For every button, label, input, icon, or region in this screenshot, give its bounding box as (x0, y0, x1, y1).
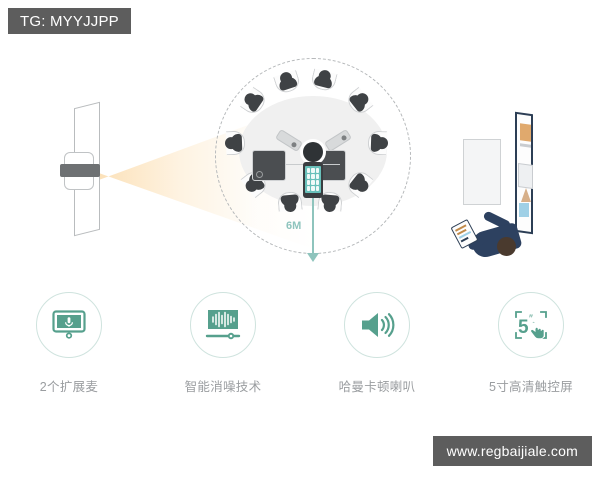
feature-list: 2个扩展麦 智能消噪技术 (0, 292, 600, 404)
microphone-icon (52, 310, 86, 339)
feature-label: 2个扩展麦 (39, 380, 99, 394)
coverage-measure-arrow-icon (307, 253, 319, 262)
svg-text:″: ″ (529, 313, 533, 325)
feature-label: 哈曼卡顿喇叭 (338, 380, 416, 394)
feature-label: 5寸高清触控屏 (488, 380, 574, 394)
audio-waveform-icon (205, 310, 241, 340)
whiteboard-chart (518, 162, 533, 190)
conference-speakerphone-hub (303, 142, 323, 162)
feature-item-microphone[interactable]: 2个扩展麦 (14, 292, 124, 404)
chair-seat (367, 130, 391, 156)
coverage-measure-line (312, 198, 314, 256)
feature-icon-wrapper (344, 292, 410, 358)
bottom-watermark-badge: www.regbaijiale.com (432, 436, 592, 466)
cable-left (286, 164, 304, 166)
whiteboard-note (520, 123, 531, 142)
person-head (497, 237, 516, 256)
top-watermark-badge: TG: MYYJJPP (8, 8, 131, 34)
feature-label: 智能消噪技术 (184, 380, 262, 394)
feature-icon-wrapper (36, 292, 102, 358)
touchscreen-5inch-icon: 5 ″ (515, 311, 547, 340)
top-watermark-text: TG: MYYJJPP (20, 12, 119, 30)
table-monitor-left (252, 150, 286, 181)
whiteboard-sticky-note (519, 203, 529, 217)
coverage-distance-label: 6M (286, 220, 302, 232)
whiteboard-cone-shape (521, 188, 531, 202)
cable-right (322, 164, 340, 166)
feature-item-speaker[interactable]: 哈曼卡顿喇叭 (322, 292, 432, 404)
feature-item-touchscreen[interactable]: 5 ″ 5寸高清触控屏 (476, 292, 586, 404)
chair-seat (223, 130, 246, 156)
wall-panel (463, 139, 501, 205)
svg-text:5: 5 (518, 317, 529, 338)
bottom-watermark-text: www.regbaijiale.com (446, 443, 578, 459)
wall-camera-lens-icon (60, 164, 100, 177)
conference-diagram: 6M (0, 40, 600, 290)
chair-seat (277, 190, 303, 215)
touch-console-screen (305, 166, 321, 193)
feature-icon-wrapper (190, 292, 256, 358)
touch-console-device (303, 162, 323, 198)
feature-icon-wrapper: 5 ″ (498, 292, 564, 358)
speaker-icon (362, 313, 395, 337)
feature-item-noise-cancellation[interactable]: 智能消噪技术 (168, 292, 278, 404)
